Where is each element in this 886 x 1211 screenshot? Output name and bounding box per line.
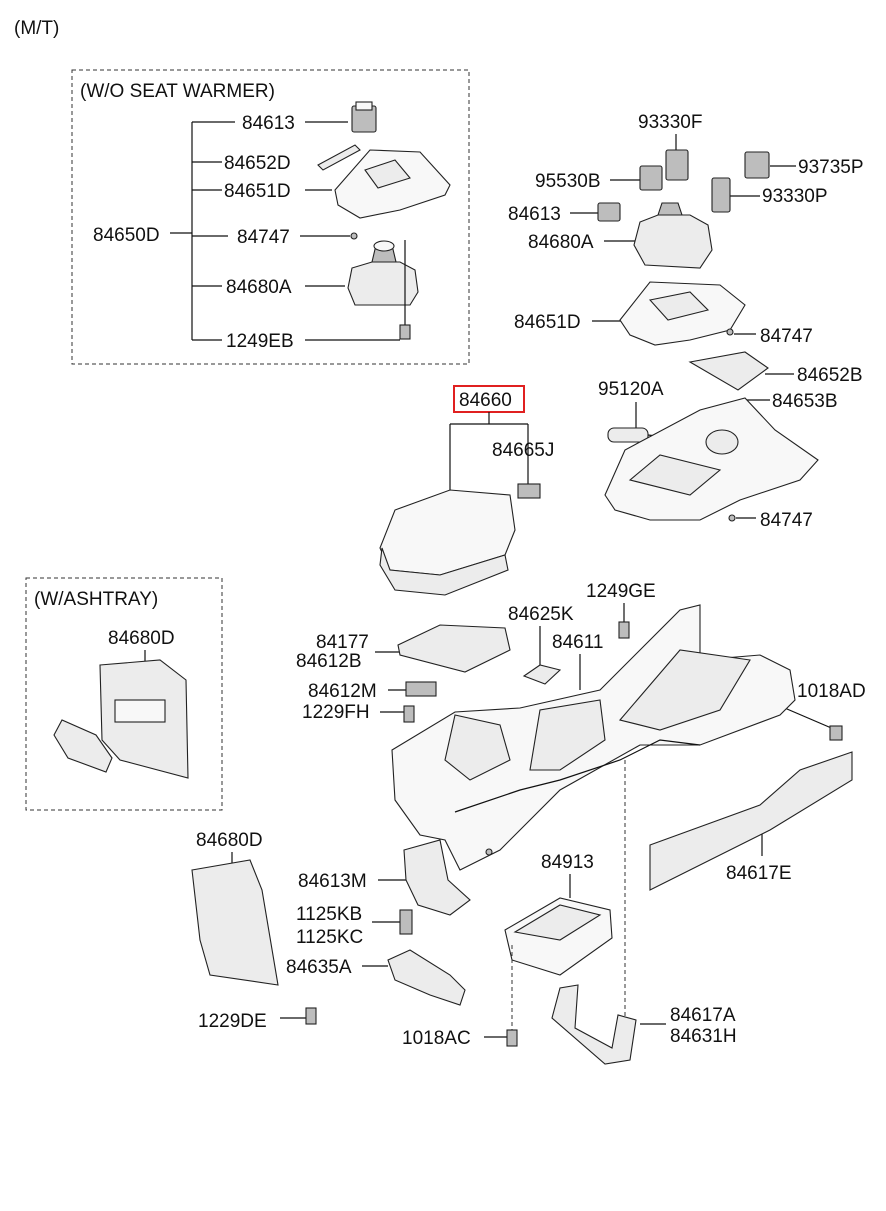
panel-84653B-part bbox=[604, 397, 819, 521]
cover-84680D-ashtray-part bbox=[99, 659, 189, 779]
boot-84680A-part bbox=[347, 240, 419, 306]
switch-84613-part bbox=[351, 101, 377, 133]
bolt-1249EB-part bbox=[399, 240, 411, 340]
label-84747: 84747 bbox=[237, 227, 290, 248]
label-93330F: 93330F bbox=[638, 112, 702, 133]
label-84177: 84177 bbox=[316, 632, 369, 653]
mat-84177-part bbox=[397, 624, 511, 673]
switch-93330P-part bbox=[711, 177, 731, 213]
label-84652B: 84652B bbox=[797, 365, 863, 386]
label-1125KB: 1125KB bbox=[296, 904, 362, 925]
switch-93735P-part bbox=[744, 151, 770, 179]
label-84651D-top: 84651D bbox=[514, 312, 581, 333]
variant-label: (M/T) bbox=[14, 18, 59, 39]
console-body-84611-part bbox=[391, 604, 796, 871]
bolt-1125KB-part bbox=[399, 909, 413, 935]
label-84635A: 84635A bbox=[286, 957, 352, 978]
label-84631H: 84631H bbox=[670, 1026, 737, 1047]
label-84617A: 84617A bbox=[670, 1005, 736, 1026]
label-84665J: 84665J bbox=[492, 440, 554, 461]
bracket-84613M-part bbox=[403, 839, 471, 916]
label-1018AC: 1018AC bbox=[402, 1028, 471, 1049]
hinge-84665J-part bbox=[517, 483, 541, 499]
label-84611: 84611 bbox=[552, 632, 603, 653]
screw-1018AD-part bbox=[829, 725, 843, 741]
label-84612B: 84612B bbox=[296, 651, 362, 672]
label-84613: 84613 bbox=[242, 113, 295, 134]
label-95530B: 95530B bbox=[535, 171, 601, 192]
clip-84747-top-part bbox=[726, 328, 734, 336]
bezel-84651D-top-part bbox=[619, 281, 746, 346]
label-84680D-ashtray: 84680D bbox=[108, 628, 175, 649]
screw-1018AC-part bbox=[506, 1029, 518, 1047]
cover-84625K-part bbox=[522, 664, 562, 685]
leader-1018AD bbox=[779, 705, 837, 731]
trim-84617E-part bbox=[649, 751, 853, 891]
label-84653B: 84653B bbox=[772, 391, 838, 412]
label-84660: 84660 bbox=[459, 390, 512, 411]
armrest-lid-84660-part bbox=[379, 489, 516, 596]
bracket-84617A-part bbox=[551, 984, 637, 1065]
label-84747-top: 84747 bbox=[760, 326, 813, 347]
ashtray-part bbox=[53, 719, 113, 773]
screw-1229FH-part bbox=[403, 705, 415, 723]
bracket-84650D bbox=[170, 122, 193, 340]
ashtray-title: (W/ASHTRAY) bbox=[34, 589, 158, 610]
seat-warmer-title: (W/O SEAT WARMER) bbox=[80, 81, 275, 102]
clip-84747-part bbox=[350, 232, 358, 240]
label-84680D-lower: 84680D bbox=[196, 830, 263, 851]
pad-84652B-part bbox=[688, 351, 769, 391]
label-84747-lower: 84747 bbox=[760, 510, 813, 531]
bracket-84635A-part bbox=[387, 949, 466, 1006]
cover-84680D-lower-part bbox=[191, 859, 279, 986]
tray-84913-part bbox=[504, 897, 613, 976]
switch-84613-top-part bbox=[597, 202, 621, 222]
label-84651D: 84651D bbox=[224, 181, 291, 202]
bolt-1249GE-part bbox=[618, 621, 630, 639]
label-84613-top: 84613 bbox=[508, 204, 561, 225]
label-84650D: 84650D bbox=[93, 225, 160, 246]
boot-84680A-top-part bbox=[633, 202, 713, 269]
label-1249EB: 1249EB bbox=[226, 331, 294, 352]
label-1229FH: 1229FH bbox=[302, 702, 370, 723]
label-84625K: 84625K bbox=[508, 604, 574, 625]
label-93330P: 93330P bbox=[762, 186, 828, 207]
label-1229DE: 1229DE bbox=[198, 1011, 267, 1032]
pad-84652D-part bbox=[317, 144, 361, 171]
screw-1229DE-part bbox=[305, 1007, 317, 1025]
bezel-84651D-part bbox=[334, 149, 451, 219]
bracket-84612M-part bbox=[405, 681, 437, 697]
clip-84747-lower-part bbox=[728, 514, 736, 522]
label-84680A: 84680A bbox=[226, 277, 292, 298]
label-1249GE: 1249GE bbox=[586, 581, 656, 602]
label-95120A: 95120A bbox=[598, 379, 664, 400]
label-1018AD: 1018AD bbox=[797, 681, 866, 702]
leader-lines-seat-warmer bbox=[192, 121, 400, 341]
ashtray-box bbox=[25, 577, 223, 811]
label-84613M: 84613M bbox=[298, 871, 367, 892]
label-1125KC: 1125KC bbox=[296, 927, 363, 948]
label-84612M: 84612M bbox=[308, 681, 377, 702]
switch-95530B-part bbox=[639, 165, 663, 191]
label-84913: 84913 bbox=[541, 852, 594, 873]
seat-warmer-box bbox=[71, 69, 470, 365]
label-84680A-top: 84680A bbox=[528, 232, 594, 253]
label-84617E: 84617E bbox=[726, 863, 792, 884]
label-84652D: 84652D bbox=[224, 153, 291, 174]
bracket-84660 bbox=[449, 412, 529, 492]
switch-93330F-part bbox=[665, 149, 689, 181]
label-93735P: 93735P bbox=[798, 157, 864, 178]
